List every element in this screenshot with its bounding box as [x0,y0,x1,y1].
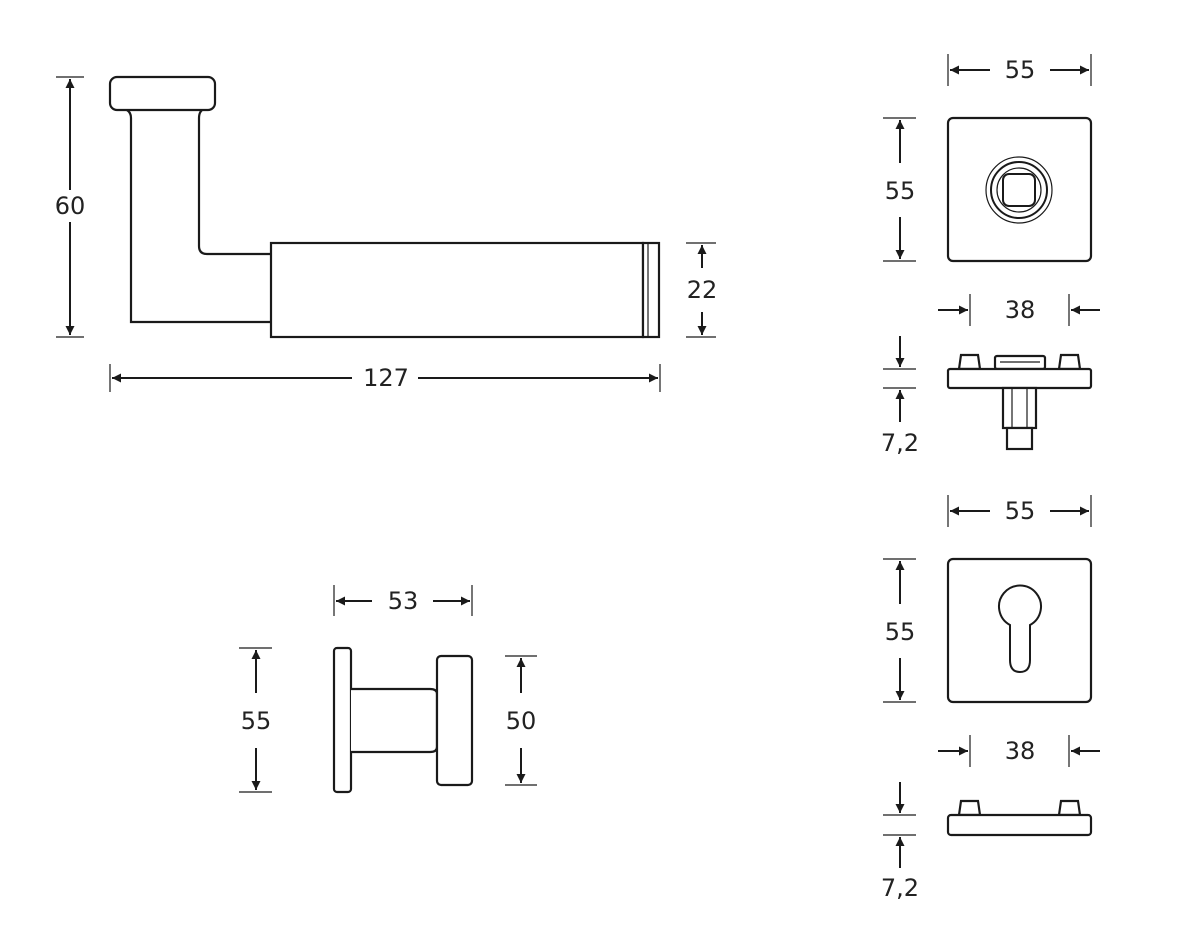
dimension-rose-top-fixing: 38 [938,294,1100,326]
rose-bottom-side-view [946,799,1093,837]
spindle [1001,386,1038,430]
knob-grip [435,654,474,787]
keyhole-cutout [998,584,1042,674]
dimension-lever-length: 127 [109,364,661,392]
rose-top-thickness-label: 7,2 [881,429,919,457]
knob-depth-label: 53 [388,587,419,615]
rose-top-plate [946,116,1093,263]
dimension-lever-diameter: 22 [686,242,718,338]
rose-top-height-label: 55 [885,177,916,205]
knob-grip-label: 50 [506,707,537,735]
dimension-rose-top-width: 55 [947,54,1092,86]
dimension-knob-depth: 53 [333,585,473,616]
rose-top-fixing-label: 38 [1005,296,1036,324]
dimension-rose-bottom-height: 55 [883,558,916,703]
knob-neck [351,687,439,754]
rose-bottom-plate [946,557,1093,704]
rose-bottom-base [946,813,1093,837]
dimension-lever-height: 60 [55,76,86,338]
lever-height-label: 60 [55,192,86,220]
rose-bottom-width-label: 55 [1005,497,1036,525]
dimension-rose-top-height: 55 [883,117,916,262]
rose-bottom-drawing: 55 55 38 [881,495,1100,902]
dimension-rose-top-thickness: 7,2 [881,336,919,457]
rose-top-width-label: 55 [1005,56,1036,84]
knob-rose [332,646,353,794]
lever-diameter-label: 22 [687,276,718,304]
lever-end-cap [641,241,661,339]
dimension-rose-bottom-fixing: 38 [938,735,1100,767]
lever-top-cap [108,75,217,112]
rose-bottom-height-label: 55 [885,618,916,646]
rose-bottom-fixing-label: 38 [1005,737,1036,765]
rose-top-side-view [946,353,1093,451]
dimension-rose-bottom-thickness: 7,2 [881,782,919,902]
dimension-knob-grip: 50 [505,655,537,786]
dimension-knob-rose: 55 [239,647,272,793]
lever-handle-drawing: 60 22 127 [55,75,718,392]
knob-rose-label: 55 [241,707,272,735]
lever-body [121,106,271,324]
square-spindle-hole [1002,173,1036,207]
knob-drawing: 53 55 50 [239,585,537,794]
lever-grip [269,241,645,339]
rose-bottom-thickness-label: 7,2 [881,874,919,902]
spindle-tip [1005,426,1034,451]
lever-length-label: 127 [363,364,409,392]
dimension-rose-bottom-width: 55 [947,495,1092,527]
rose-top-drawing: 55 55 38 [881,54,1100,457]
rose-top-base [946,367,1093,390]
